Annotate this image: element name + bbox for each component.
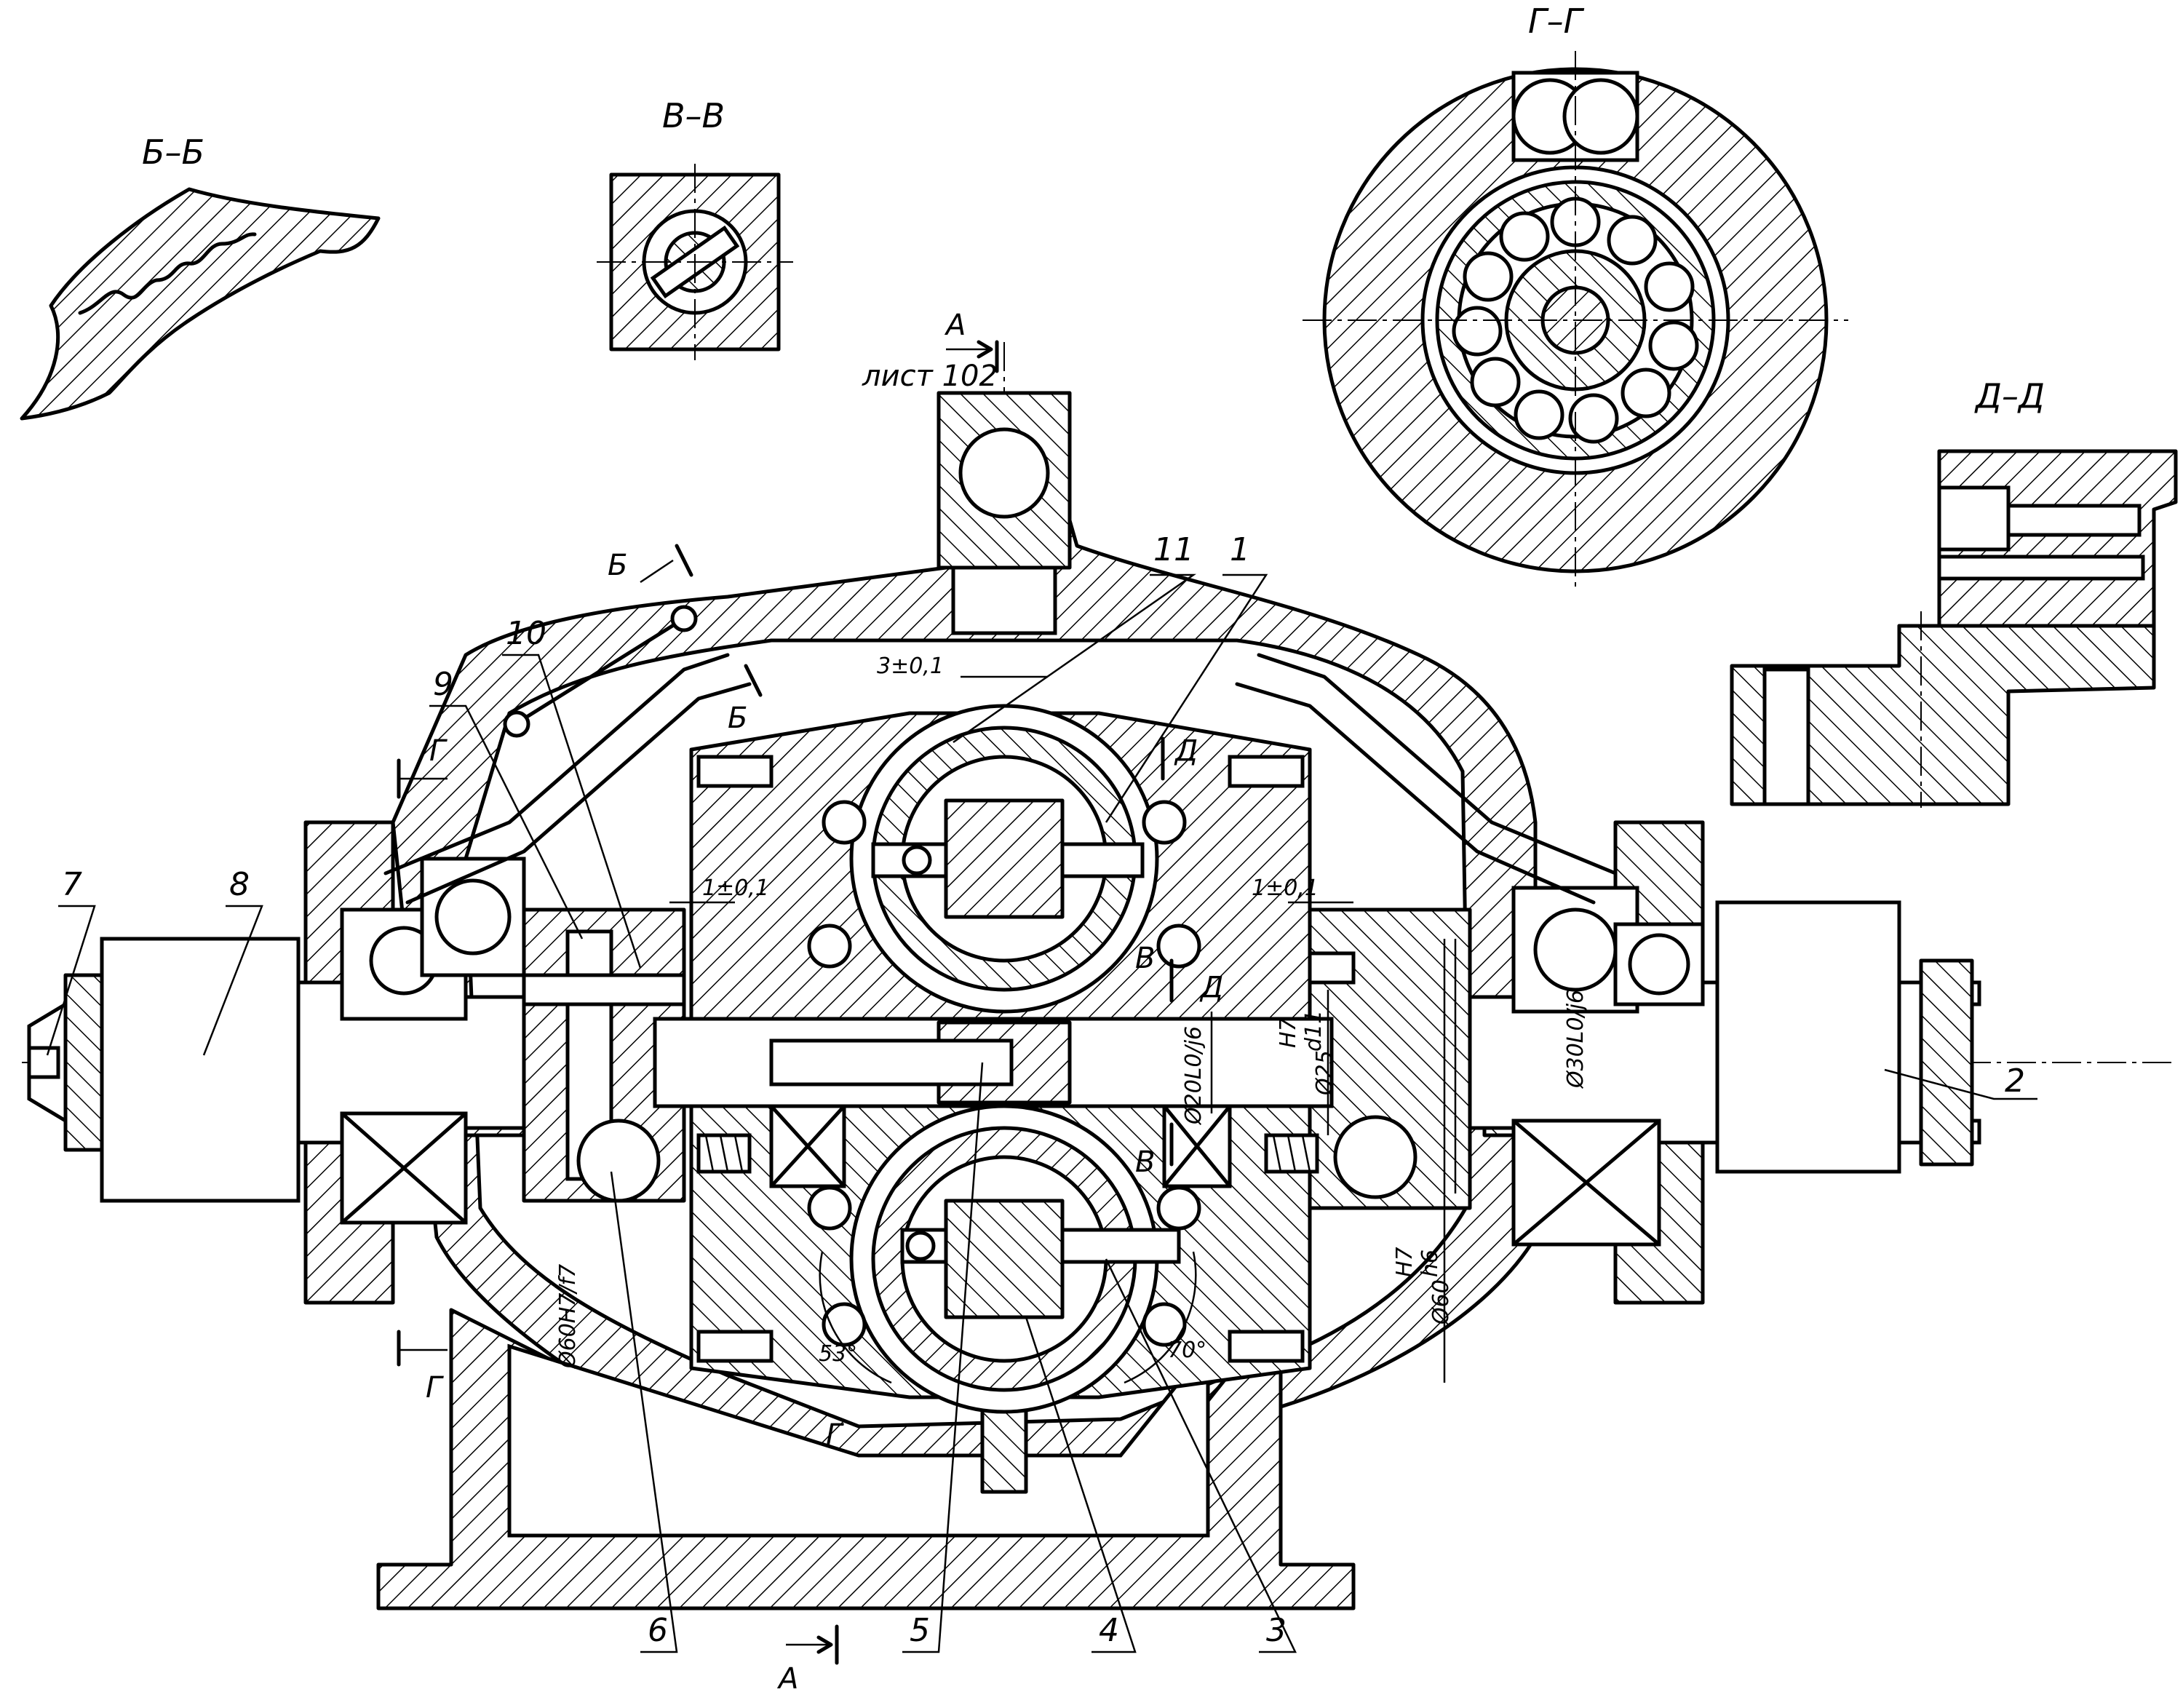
dimensions: 3±0,1 1±0,1 1±0,1 Ø20L0/j6 Ø25 H7 d11 Ø3… xyxy=(555,654,1588,1384)
dim-gap-left: 1±0,1 xyxy=(702,875,769,901)
section-b-b-profile xyxy=(20,187,381,421)
carrier-bolts xyxy=(807,800,1201,1347)
dim-d20: Ø20L0/j6 xyxy=(1181,1026,1206,1126)
dim-d60-fit-num: H7 xyxy=(1392,1247,1417,1277)
dim-angle-left: 53° xyxy=(819,1341,857,1367)
part-number-8: 8 xyxy=(229,866,250,903)
cut-mark-b-lower: Б xyxy=(728,702,747,735)
lifting-eye-hole xyxy=(958,427,1050,519)
dim-d60-left: Ø60H7/f7 xyxy=(555,1264,581,1370)
part-number-4: 4 xyxy=(1099,1612,1119,1649)
section-b-b-title: Б–Б xyxy=(142,132,204,172)
output-shaft-nut xyxy=(1919,958,1974,1167)
section-d-d-screw xyxy=(1762,667,1810,806)
breather-cap xyxy=(503,710,530,738)
part-number-3: 3 xyxy=(1266,1612,1287,1649)
part-number-5: 5 xyxy=(910,1612,930,1649)
part-number-7: 7 xyxy=(62,866,82,903)
right-oil-tube-outer xyxy=(1235,682,1596,905)
left-eccentric-bolt xyxy=(522,973,686,1006)
input-shaft-key xyxy=(27,1046,60,1079)
section-g-g: Г–Г xyxy=(1303,1,1848,589)
dim-d30: Ø30L0/j6 xyxy=(1563,990,1588,1089)
section-d-d-bolt-head xyxy=(1937,485,2011,552)
dim-d25-fit-num: H7 xyxy=(1276,1017,1301,1048)
cut-mark-g-top: Г xyxy=(429,734,448,768)
cut-mark-g-center: Г xyxy=(826,1418,844,1452)
section-g-g-title: Г–Г xyxy=(1528,1,1585,41)
section-g-g-rollers xyxy=(1452,196,1699,444)
section-b-b-teeth xyxy=(78,232,257,315)
part-callouts: 1 2 3 4 5 6 7 8 9 10 11 xyxy=(46,531,2037,1653)
dim-d25-fit-den: d11 xyxy=(1301,1010,1327,1052)
dim-gap-top: 3±0,1 xyxy=(877,654,944,679)
left-oil-tube-outer xyxy=(405,682,752,905)
part-number-11: 11 xyxy=(1153,531,1194,568)
dim-d60-fit-den: h6 xyxy=(1417,1250,1443,1277)
cut-mark-d-top: Д xyxy=(1174,734,1198,768)
part-number-9: 9 xyxy=(433,666,453,703)
right-ball-upper xyxy=(1533,907,1618,992)
cut-mark-a-bottom: А xyxy=(776,1662,798,1696)
dim-d60-right: Ø60 xyxy=(1428,1279,1454,1326)
cut-mark-v-bottom: В xyxy=(1135,1145,1155,1179)
part-number-2: 2 xyxy=(2005,1062,2025,1100)
section-d-d: Д–Д xyxy=(1730,376,2178,808)
dim-gap-right: 1±0,1 xyxy=(1252,875,1319,901)
central-drive-shaft xyxy=(769,1038,1014,1087)
right-oil-tube xyxy=(1257,653,1618,875)
cut-mark-g-bottom: Г xyxy=(426,1371,444,1405)
input-shaft-nut xyxy=(63,973,104,1152)
left-oil-tube xyxy=(383,653,730,875)
cut-mark-a-top: А xyxy=(944,309,966,342)
section-g-g-ball-right xyxy=(1562,78,1639,155)
section-d-d-bolt-shank xyxy=(2006,504,2142,537)
carrier-screws xyxy=(696,755,1305,1363)
right-eccentric-ball xyxy=(1333,1115,1417,1199)
cut-mark-v-top: В xyxy=(1135,942,1155,975)
dim-d25: Ø25 xyxy=(1312,1050,1337,1097)
right-spring xyxy=(1264,1133,1319,1174)
lifting-eye-stem xyxy=(951,565,1057,635)
section-d-d-lower-block xyxy=(1730,624,2156,806)
dim-angle-right: 70° xyxy=(1168,1338,1206,1363)
output-coupling-outline xyxy=(1715,900,1901,1174)
main-assembly xyxy=(22,342,2176,1610)
left-eccentric-ball xyxy=(576,1119,661,1203)
sheet-ref-label: лист 102 xyxy=(862,360,998,393)
breather-pipe xyxy=(507,616,686,730)
cut-mark-b-top: Б xyxy=(608,549,627,582)
section-d-d-title: Д–Д xyxy=(1974,376,2045,416)
cut-mark-d-lower: Д xyxy=(1199,971,1223,1004)
lower-satellite-hub xyxy=(944,1199,1065,1319)
left-spring xyxy=(696,1133,752,1174)
input-coupling-outline xyxy=(100,937,301,1203)
section-v-v-title: В–В xyxy=(662,96,725,135)
cut-plane-markers: А лист 102 А Б Б Г Г Г В В Д Д xyxy=(397,309,1223,1696)
section-b-b: Б–Б xyxy=(20,132,381,421)
part-number-1: 1 xyxy=(1230,531,1250,568)
part-number-6: 6 xyxy=(648,1612,668,1649)
section-v-v: В–В xyxy=(597,96,793,360)
part-number-10: 10 xyxy=(506,615,546,652)
section-d-d-pin xyxy=(1937,555,2145,581)
upper-satellite-hub xyxy=(944,798,1065,919)
